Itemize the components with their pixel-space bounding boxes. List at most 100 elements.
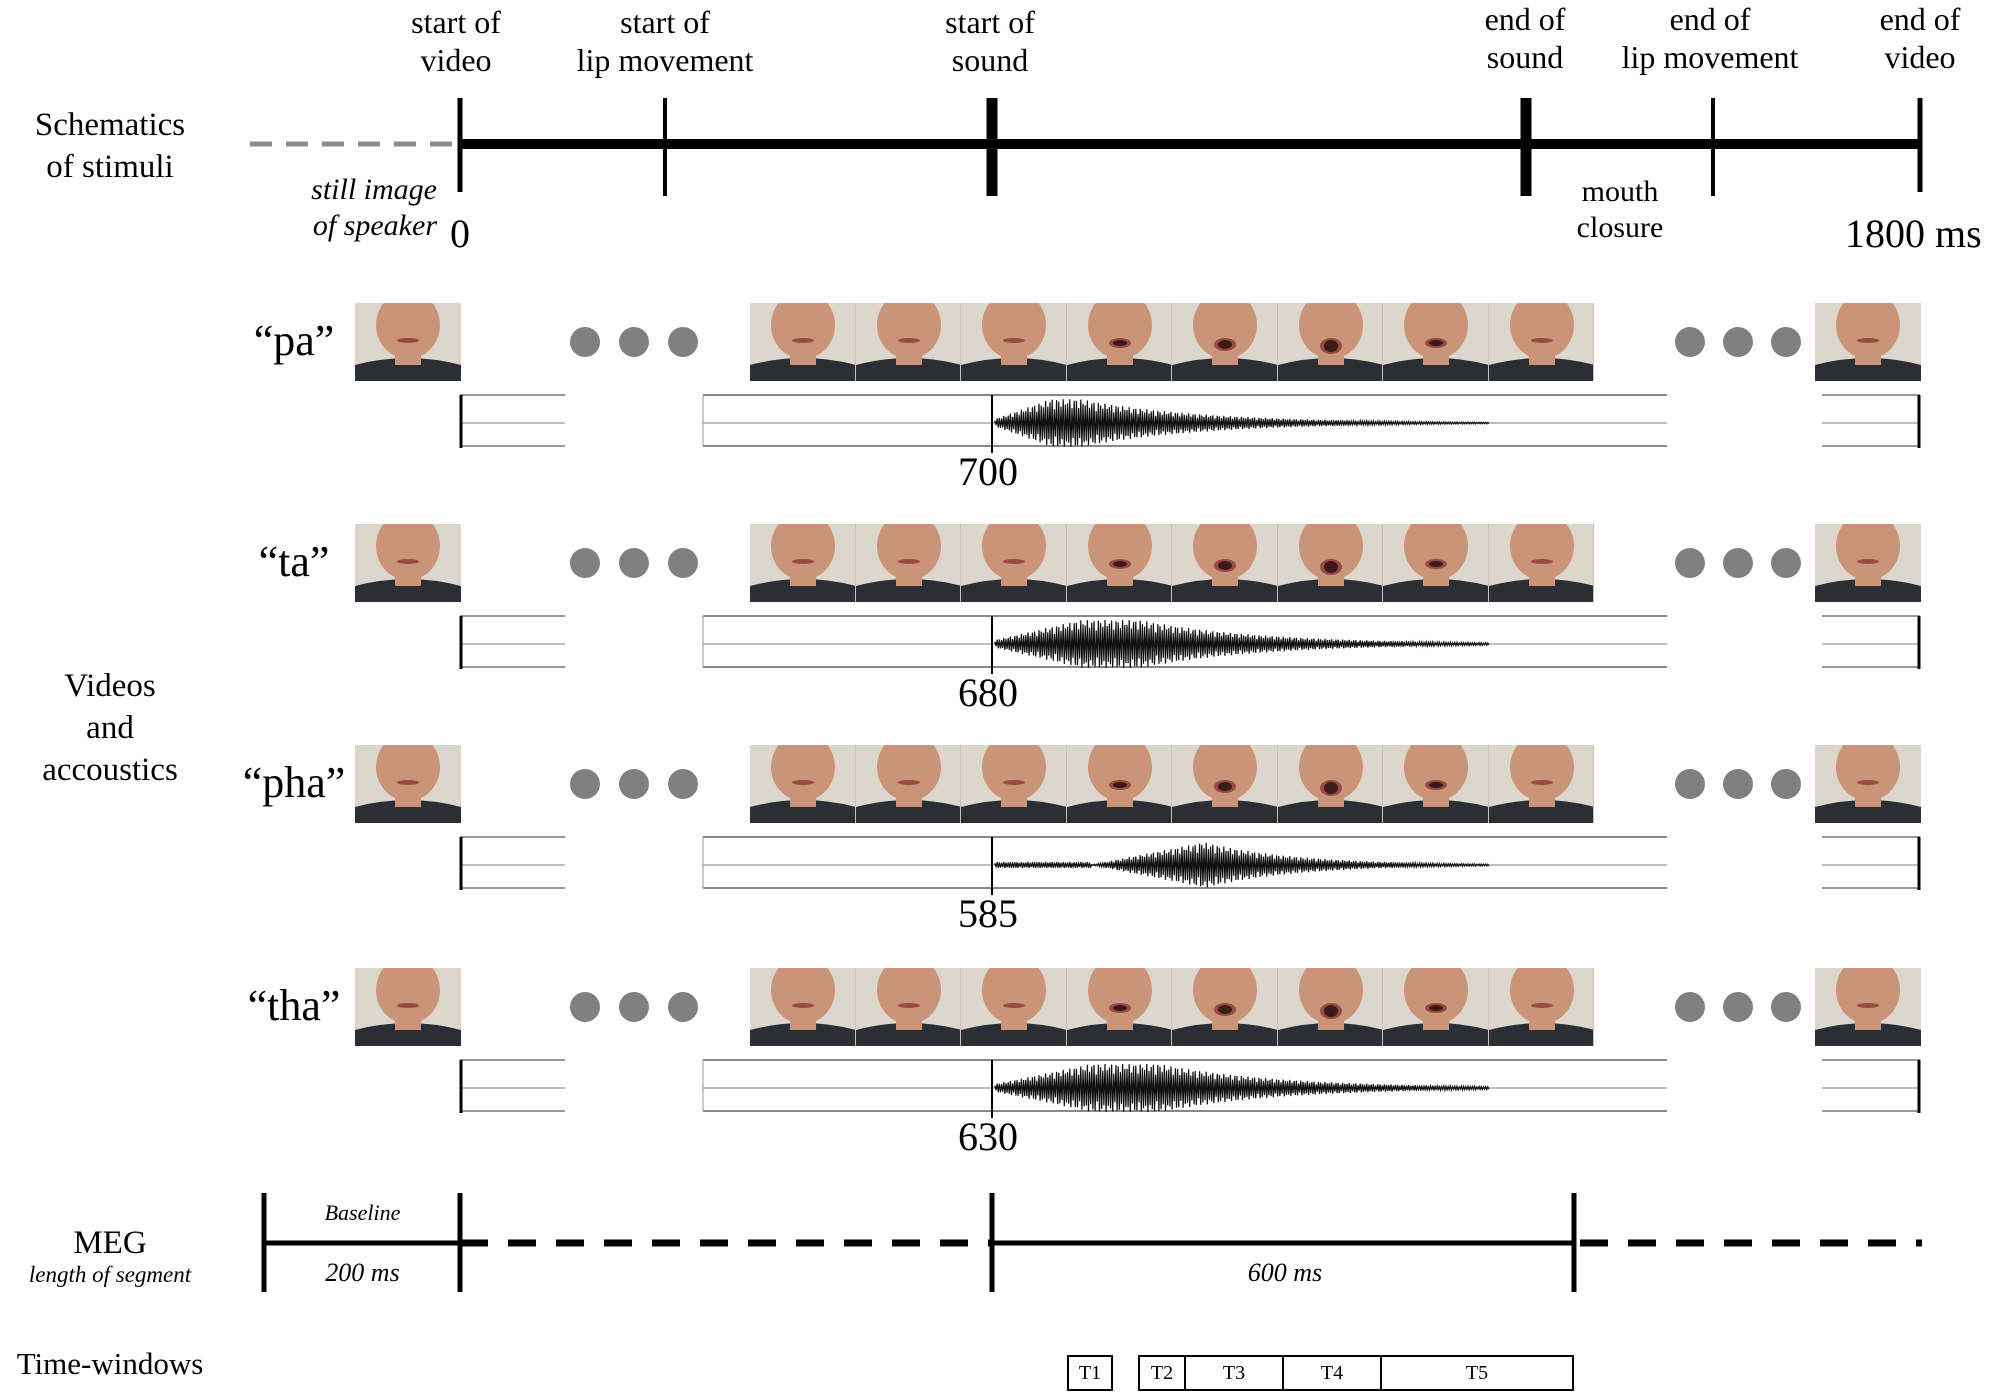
still-face-image-end xyxy=(1815,745,1921,823)
ellipsis-dot xyxy=(1771,548,1801,578)
syllable-label: “tha” xyxy=(247,981,341,1030)
video-frame xyxy=(1383,745,1489,823)
video-frame xyxy=(1172,745,1278,823)
row-label-meg: MEG xyxy=(73,1225,147,1261)
video-frame xyxy=(1172,303,1278,381)
ellipsis-dot xyxy=(619,327,649,357)
syllable-label: “pa” xyxy=(253,316,335,365)
video-frame-strip xyxy=(750,968,1594,1046)
video-frame xyxy=(961,745,1067,823)
ellipsis-dot xyxy=(668,548,698,578)
still-face-image-end xyxy=(1815,303,1921,381)
mouth-closure-annotation: mouth closure xyxy=(1576,175,1664,244)
still-image-annotation: still image of speaker xyxy=(311,173,437,242)
ellipsis-dot xyxy=(1675,327,1705,357)
video-frame xyxy=(1066,303,1172,381)
ellipsis-dot xyxy=(1723,769,1753,799)
still-face-image-end xyxy=(1815,968,1921,1046)
sound-onset-value: 680 xyxy=(958,670,1018,715)
ellipsis-dot xyxy=(570,769,600,799)
video-frame xyxy=(1488,745,1594,823)
ellipsis-dot xyxy=(668,992,698,1022)
video-frame xyxy=(1277,524,1383,602)
timeline-start-value: 0 xyxy=(450,211,470,256)
ellipsis-dot xyxy=(1723,992,1753,1022)
meg-baseline-duration: 200 ms xyxy=(325,1258,400,1287)
ellipsis-dot xyxy=(1675,769,1705,799)
ellipsis-dot xyxy=(619,992,649,1022)
still-face-image-end xyxy=(1815,524,1921,602)
video-frame xyxy=(1488,303,1594,381)
event-label-start-of-lip-movement: start of lip movement xyxy=(576,4,754,79)
row-label-videos-and-acoustics: Videos and accoustics xyxy=(42,668,178,789)
sound-onset-value: 585 xyxy=(958,891,1018,936)
ellipsis-dot xyxy=(570,548,600,578)
ellipsis-dot xyxy=(668,769,698,799)
ellipsis-dot xyxy=(1771,992,1801,1022)
video-frame-strip xyxy=(750,745,1594,823)
video-frame xyxy=(1277,303,1383,381)
time-window-t1: T1 xyxy=(1067,1355,1113,1391)
ellipsis-dot xyxy=(619,548,649,578)
video-frame xyxy=(1383,524,1489,602)
video-frame xyxy=(1383,303,1489,381)
video-frame xyxy=(855,303,961,381)
video-frame xyxy=(1383,968,1489,1046)
ellipsis-dot xyxy=(1771,327,1801,357)
row-label-meg-subtitle: length of segment xyxy=(28,1262,192,1287)
event-label-end-of-lip-movement: end of lip movement xyxy=(1621,1,1799,76)
video-frame xyxy=(750,745,856,823)
video-frame-strip xyxy=(750,524,1594,602)
ellipsis-dot xyxy=(619,769,649,799)
row-label-time-windows: Time-windows xyxy=(16,1346,204,1381)
video-frame xyxy=(1066,745,1172,823)
ellipsis-dot xyxy=(1723,548,1753,578)
video-frame xyxy=(961,968,1067,1046)
still-face-image-start xyxy=(355,524,461,602)
video-frame xyxy=(750,968,856,1046)
video-frame xyxy=(961,524,1067,602)
still-face-image-start xyxy=(355,745,461,823)
video-frame xyxy=(855,968,961,1046)
video-frame xyxy=(1277,968,1383,1046)
ellipsis-dot xyxy=(1723,327,1753,357)
sound-onset-value: 630 xyxy=(958,1114,1018,1159)
event-label-start-of-video: start of video xyxy=(411,4,501,79)
timeline-end-value: 1800 ms xyxy=(1845,211,1982,256)
video-frame xyxy=(961,303,1067,381)
acoustic-waveform xyxy=(459,836,1921,895)
video-frame xyxy=(1066,968,1172,1046)
ellipsis-dot xyxy=(1771,769,1801,799)
video-frame xyxy=(1172,524,1278,602)
ellipsis-dot xyxy=(1675,548,1705,578)
still-face-image-start xyxy=(355,968,461,1046)
row-label-schematics: Schematics of stimuli xyxy=(34,107,186,186)
event-label-start-of-sound: start of sound xyxy=(945,4,1035,79)
video-frame xyxy=(1066,524,1172,602)
acoustic-waveform xyxy=(459,615,1921,674)
ellipsis-dot xyxy=(570,327,600,357)
video-frame xyxy=(750,524,856,602)
event-label-end-of-video: end of video xyxy=(1879,1,1961,76)
ellipsis-dot xyxy=(1675,992,1705,1022)
still-face-image-start xyxy=(355,303,461,381)
event-label-end-of-sound: end of sound xyxy=(1484,1,1566,76)
ellipsis-dot xyxy=(668,327,698,357)
meg-baseline-label: Baseline xyxy=(324,1200,401,1225)
meg-segment-duration: 600 ms xyxy=(1247,1258,1323,1287)
video-frame xyxy=(1488,524,1594,602)
syllable-label: “ta” xyxy=(258,537,330,586)
video-frame xyxy=(1277,745,1383,823)
sound-onset-value: 700 xyxy=(958,449,1018,494)
acoustic-waveform xyxy=(459,1059,1921,1118)
video-frame xyxy=(1172,968,1278,1046)
acoustic-waveform xyxy=(459,394,1921,453)
syllable-label: “pha” xyxy=(242,758,346,807)
video-frame xyxy=(855,524,961,602)
video-frame xyxy=(855,745,961,823)
ellipsis-dot xyxy=(570,992,600,1022)
video-frame xyxy=(1488,968,1594,1046)
video-frame-strip xyxy=(750,303,1594,381)
time-window-t5: T5 xyxy=(1380,1355,1574,1391)
